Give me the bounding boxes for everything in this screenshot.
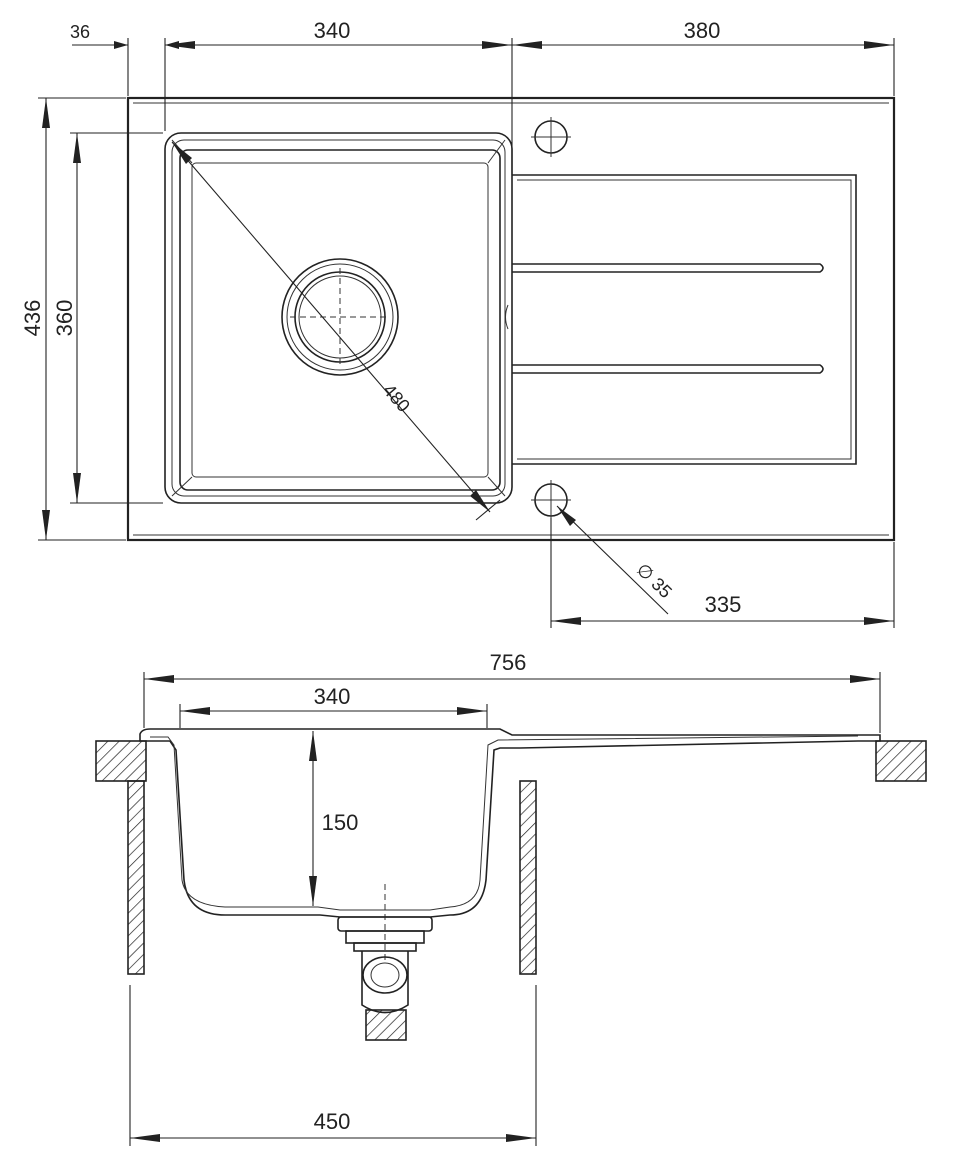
label-section-bowl-width: 340 [314,684,351,709]
dim-overall-depth: 436 [20,98,50,540]
bowl [164,132,513,504]
label-bowl-height: 150 [322,810,359,835]
dim-bowl-depth: 360 [52,133,81,503]
drain-assembly [337,884,433,1041]
dim-bowl-width: 340 [165,18,512,49]
drainer [512,174,857,465]
dim-bowl-height: 150 [309,731,358,906]
dim-cabinet-width: 450 [130,1109,536,1142]
dim-overall-width: 756 [144,650,880,683]
sink-section [139,728,881,918]
tap-hole-lower [531,480,571,520]
dim-tap-offset: 335 [551,592,894,625]
label-left-offset: 36 [70,22,90,42]
label-tap-offset: 335 [705,592,742,617]
label-bowl-diagonal: 480 [379,380,414,416]
section-view: 756 340 150 450 [95,650,927,1146]
dim-section-bowl-width: 340 [180,684,487,715]
countertop-right [875,740,927,782]
label-bowl-width: 340 [314,18,351,43]
top-view: 36 340 380 436 [20,18,896,628]
dim-bowl-diagonal: 480 [171,141,501,521]
dim-left-offset: 36 [70,22,179,49]
label-tap-hole: ∅ 35 [633,559,676,602]
drain [281,258,399,376]
dim-drainer-width: 380 [512,18,894,49]
label-bowl-depth: 360 [52,300,77,337]
label-overall-width: 756 [490,650,527,675]
dim-tap-hole: ∅ 35 [556,505,676,615]
countertop-left [95,740,147,782]
sink-outline [126,96,896,542]
label-overall-depth: 436 [20,300,45,337]
label-drainer-width: 380 [684,18,721,43]
label-cabinet-width: 450 [314,1109,351,1134]
cabinet-wall-left [127,780,145,975]
cabinet-wall-right [519,780,537,975]
tap-hole-upper [531,117,571,157]
